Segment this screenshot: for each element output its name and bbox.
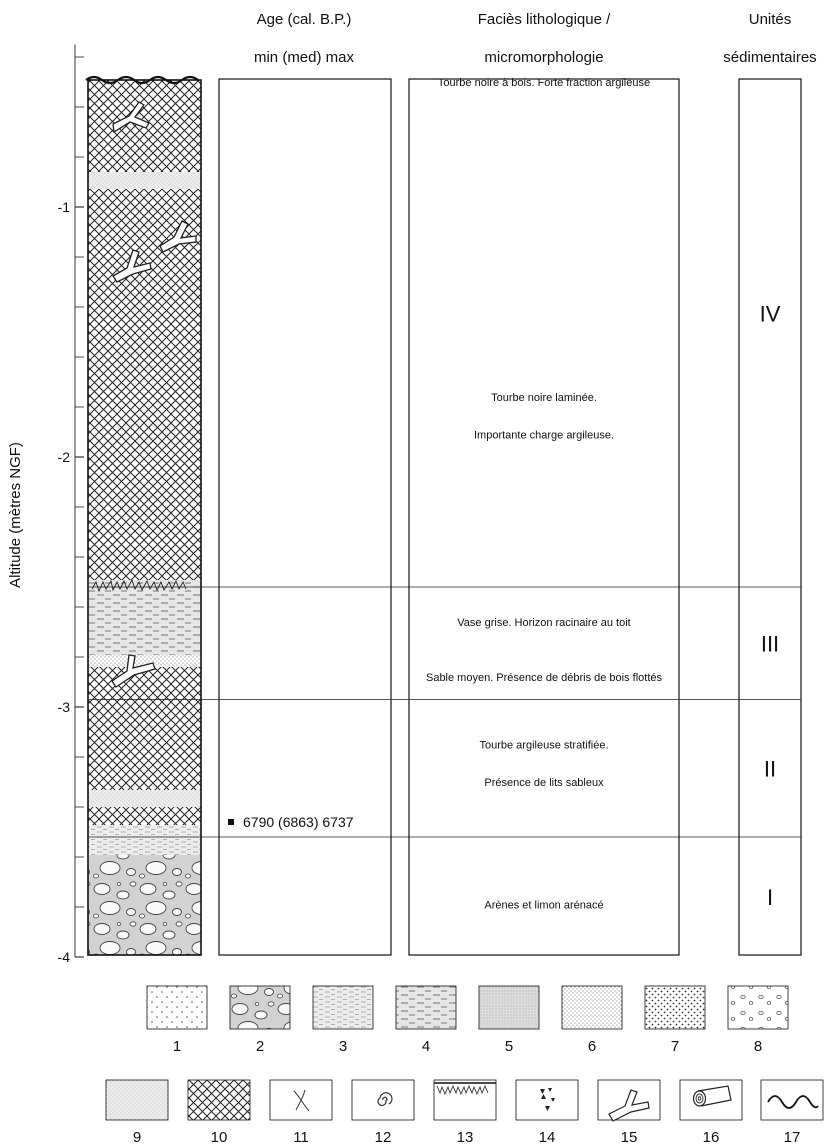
facies-text: Tourbe noire à bois. Forte fraction argi… bbox=[438, 77, 650, 89]
facies-text: Sable moyen. Présence de débris de bois … bbox=[426, 672, 663, 684]
legend-number-15: 15 bbox=[621, 1129, 638, 1146]
age-header-line1: Age (cal. B.P.) bbox=[257, 11, 352, 28]
age-column-border bbox=[218, 78, 392, 956]
legend-swatch-6 bbox=[561, 985, 623, 1030]
lithology-log-column bbox=[85, 75, 202, 956]
wood-fragment-icon bbox=[111, 654, 156, 688]
units-column-border bbox=[738, 78, 802, 956]
legend-number-5: 5 bbox=[505, 1038, 513, 1055]
wood-fragment-icon bbox=[112, 101, 150, 134]
legend-number-8: 8 bbox=[754, 1038, 762, 1055]
legend-number-6: 6 bbox=[588, 1038, 596, 1055]
wave-icon bbox=[767, 1095, 819, 1109]
legend-swatch-13 bbox=[433, 1079, 497, 1121]
legend-swatch-10 bbox=[187, 1079, 251, 1121]
wood-fragment-icon bbox=[112, 249, 152, 283]
unit-label-iii: III bbox=[761, 631, 779, 656]
log-icon bbox=[692, 1085, 732, 1107]
facies-text: Vase grise. Horizon racinaire au toit bbox=[457, 617, 630, 629]
legend-number-16: 16 bbox=[703, 1129, 720, 1146]
peat-layer-unit-iv bbox=[88, 80, 201, 580]
y-tick-label: -2 bbox=[58, 449, 71, 465]
legend-number-12: 12 bbox=[375, 1129, 392, 1146]
medium-sand-layer bbox=[88, 655, 201, 667]
unit-label-i: I bbox=[767, 885, 773, 910]
y-tick-label: -1 bbox=[58, 199, 71, 215]
legend-swatch-8 bbox=[727, 985, 789, 1030]
age-sample-text: 6790 (6863) 6737 bbox=[243, 814, 354, 830]
roots-icon bbox=[436, 1084, 489, 1096]
legend-swatch-16 bbox=[679, 1079, 743, 1121]
y-tick-label: -4 bbox=[58, 949, 71, 965]
sand-lens-upper bbox=[88, 172, 201, 189]
facies-column: Tourbe noire à bois. Forte fraction argi… bbox=[408, 77, 680, 956]
facies-text: Tourbe noire laminée. bbox=[491, 392, 597, 404]
triangles-icon bbox=[540, 1088, 555, 1111]
erosion-wave-top bbox=[85, 75, 199, 85]
column-headers: Age (cal. B.P.) min (med) max Faciès lit… bbox=[254, 11, 817, 66]
legend-swatch-5 bbox=[478, 985, 540, 1030]
facies-text: Présence de lits sableux bbox=[484, 777, 604, 789]
age-sample-marker bbox=[228, 819, 234, 825]
legend-swatch-1 bbox=[146, 985, 208, 1030]
legend-swatch-2 bbox=[229, 985, 291, 1030]
facies-header-line1: Faciès lithologique / bbox=[478, 11, 611, 28]
altitude-axis: Altitude (mètres NGF) -1 -2 -3 -4 bbox=[7, 44, 84, 965]
facies-text: Arènes et limon arénacé bbox=[484, 900, 603, 912]
log-column-border bbox=[87, 79, 202, 956]
silt-layer bbox=[88, 825, 201, 855]
legend-number-17: 17 bbox=[784, 1129, 801, 1146]
spiral-icon bbox=[377, 1092, 393, 1107]
legend-row-1: 1 2 3 4 5 6 7 8 bbox=[146, 985, 789, 1055]
axis-ticks: -1 -2 -3 -4 bbox=[58, 44, 84, 965]
legend-swatch-9 bbox=[105, 1079, 169, 1121]
legend-swatch-3 bbox=[312, 985, 374, 1030]
legend-number-14: 14 bbox=[539, 1129, 556, 1146]
age-header-line2: min (med) max bbox=[254, 49, 355, 66]
unit-boundaries bbox=[88, 586, 801, 838]
legend-number-1: 1 bbox=[173, 1038, 181, 1055]
arene-gravel-layer bbox=[88, 855, 201, 955]
legend-number-11: 11 bbox=[293, 1129, 309, 1146]
legend-number-13: 13 bbox=[457, 1129, 474, 1146]
facies-column-border bbox=[408, 78, 680, 956]
legend-number-7: 7 bbox=[671, 1038, 679, 1055]
wood-branch-icon bbox=[608, 1089, 650, 1122]
units-header-line1: Unités bbox=[749, 11, 792, 28]
facies-descriptions: Tourbe noire à bois. Forte fraction argi… bbox=[426, 77, 663, 912]
wood-fragment-icon bbox=[159, 220, 197, 253]
x-mark-icon bbox=[293, 1089, 310, 1112]
legend-number-10: 10 bbox=[211, 1129, 228, 1146]
y-axis-label: Altitude (mètres NGF) bbox=[7, 442, 24, 588]
sand-lens-lower bbox=[88, 790, 201, 807]
legend-number-9: 9 bbox=[133, 1129, 141, 1146]
y-tick-label: -3 bbox=[58, 699, 71, 715]
legend-swatch-4 bbox=[395, 985, 457, 1030]
units-header-line2: sédimentaires bbox=[723, 49, 816, 66]
legend-swatch-14 bbox=[515, 1079, 579, 1121]
legend-number-2: 2 bbox=[256, 1038, 264, 1055]
legend-swatch-7 bbox=[644, 985, 706, 1030]
legend-number-3: 3 bbox=[339, 1038, 347, 1055]
legend-row-2: 9 10 11 12 13 14 15 16 17 bbox=[105, 1079, 824, 1146]
facies-header-line2: micromorphologie bbox=[484, 49, 603, 66]
wood-debris-marks bbox=[111, 101, 197, 688]
grey-mud-layer bbox=[88, 580, 201, 655]
age-column: 6790 (6863) 6737 bbox=[218, 78, 392, 956]
unit-label-iv: IV bbox=[760, 301, 781, 326]
facies-text: Importante charge argileuse. bbox=[474, 430, 614, 442]
legend-number-4: 4 bbox=[422, 1038, 430, 1055]
unit-label-ii: II bbox=[764, 756, 776, 781]
legend-swatch-17 bbox=[760, 1079, 824, 1121]
facies-text: Tourbe argileuse stratifiée. bbox=[479, 740, 608, 752]
